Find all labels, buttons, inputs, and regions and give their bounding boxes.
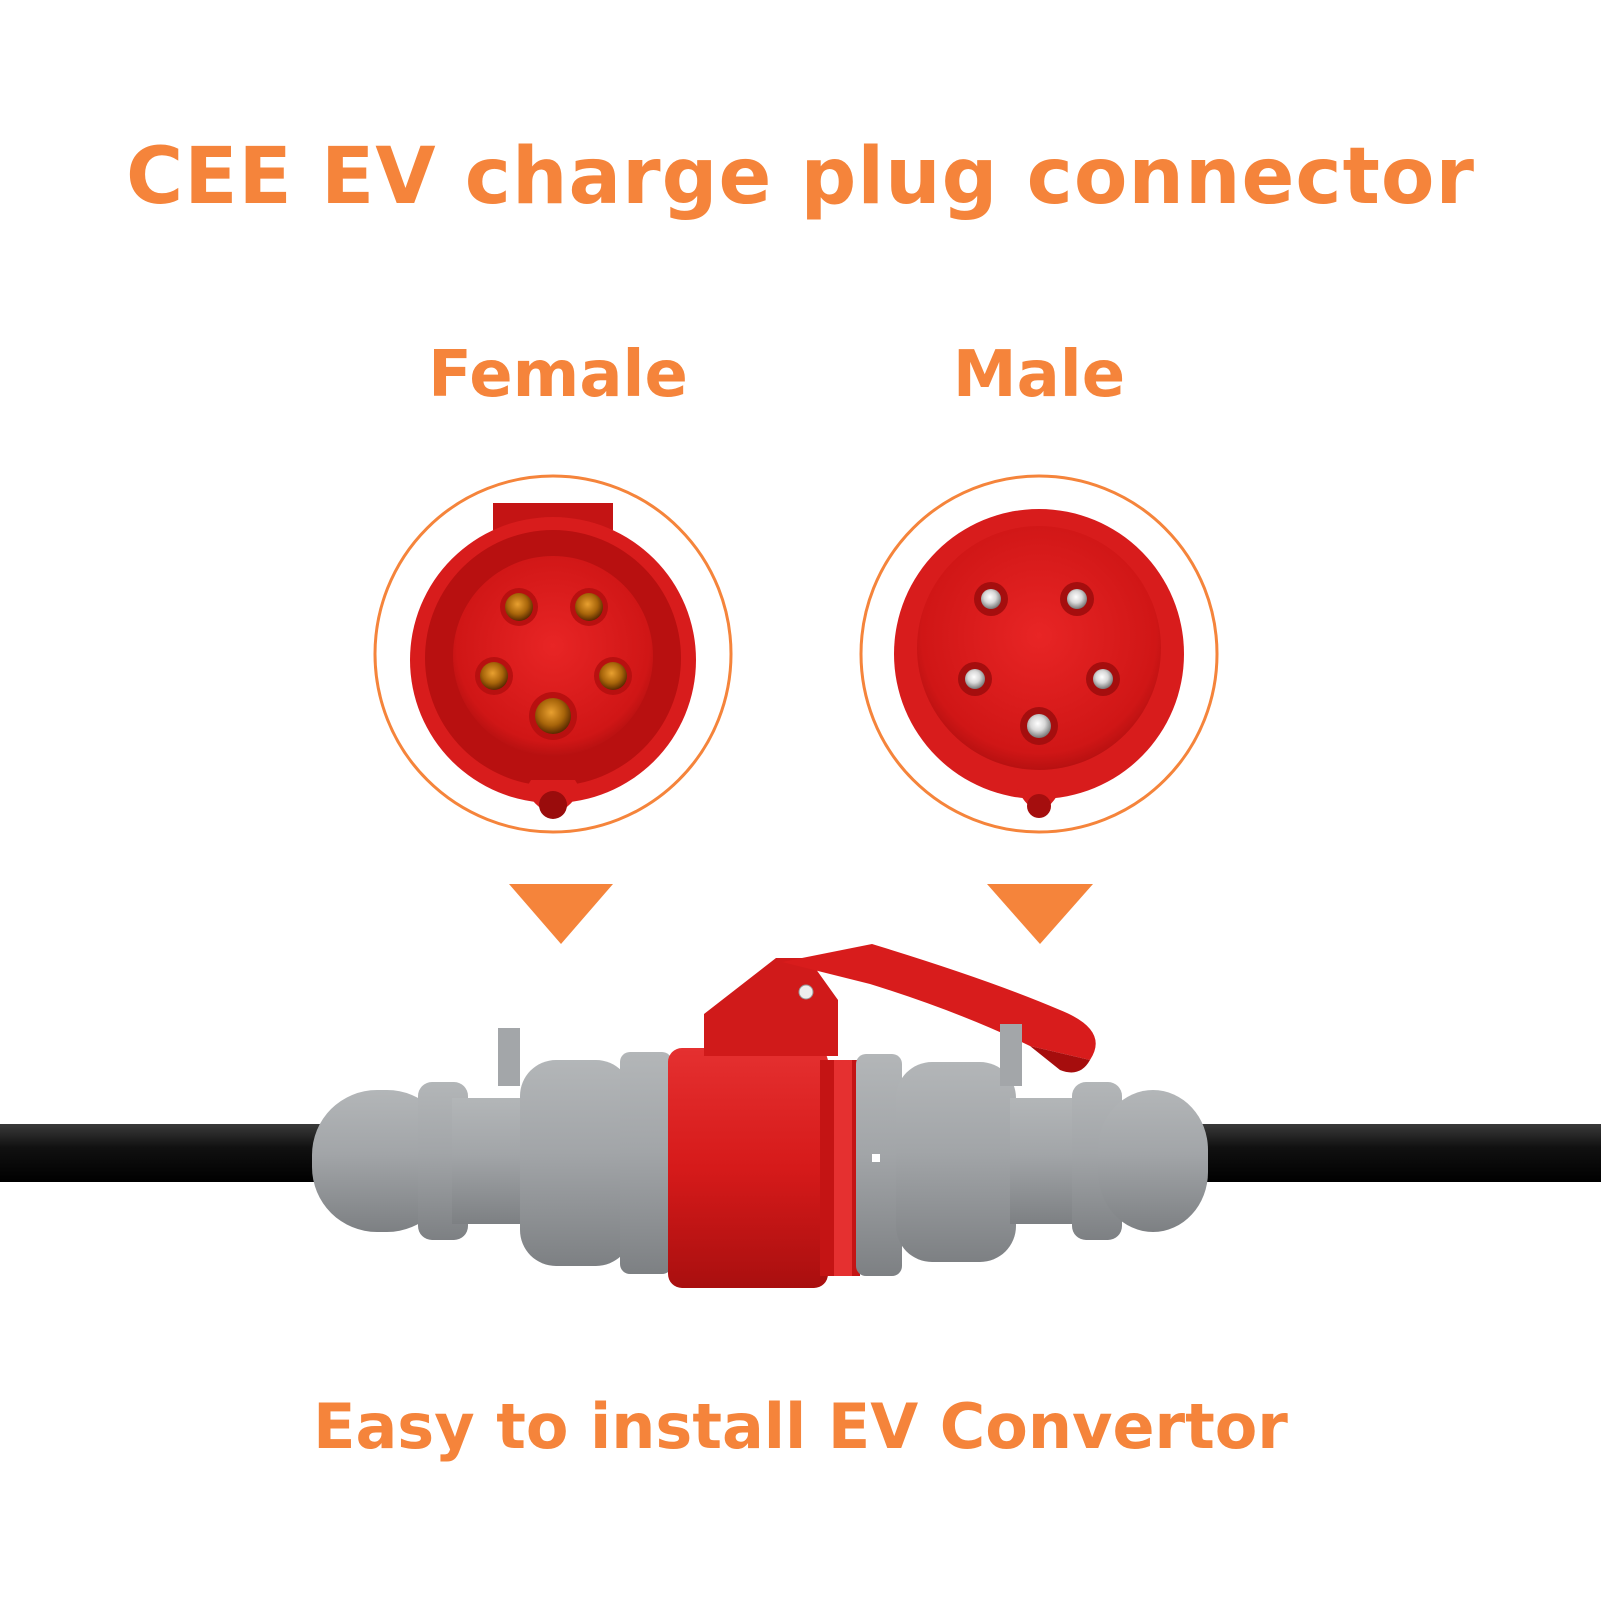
female-socket-holes [475, 588, 632, 740]
page-title: CEE EV charge plug connector [126, 132, 1475, 222]
male-plug-pins [958, 582, 1120, 745]
down-triangle-arrow-icon [509, 884, 613, 944]
cable-left [0, 1124, 330, 1182]
female-label: Female [428, 338, 688, 412]
male-label: Male [952, 338, 1126, 412]
cable-right [1190, 1124, 1601, 1182]
assembled-connector [312, 944, 1208, 1288]
footer-tagline: Easy to install EV Convertor [313, 1390, 1288, 1463]
male-plug-face-icon [859, 474, 1219, 834]
down-triangle-arrow-icon [987, 884, 1093, 944]
female-socket-face-icon [373, 474, 733, 834]
